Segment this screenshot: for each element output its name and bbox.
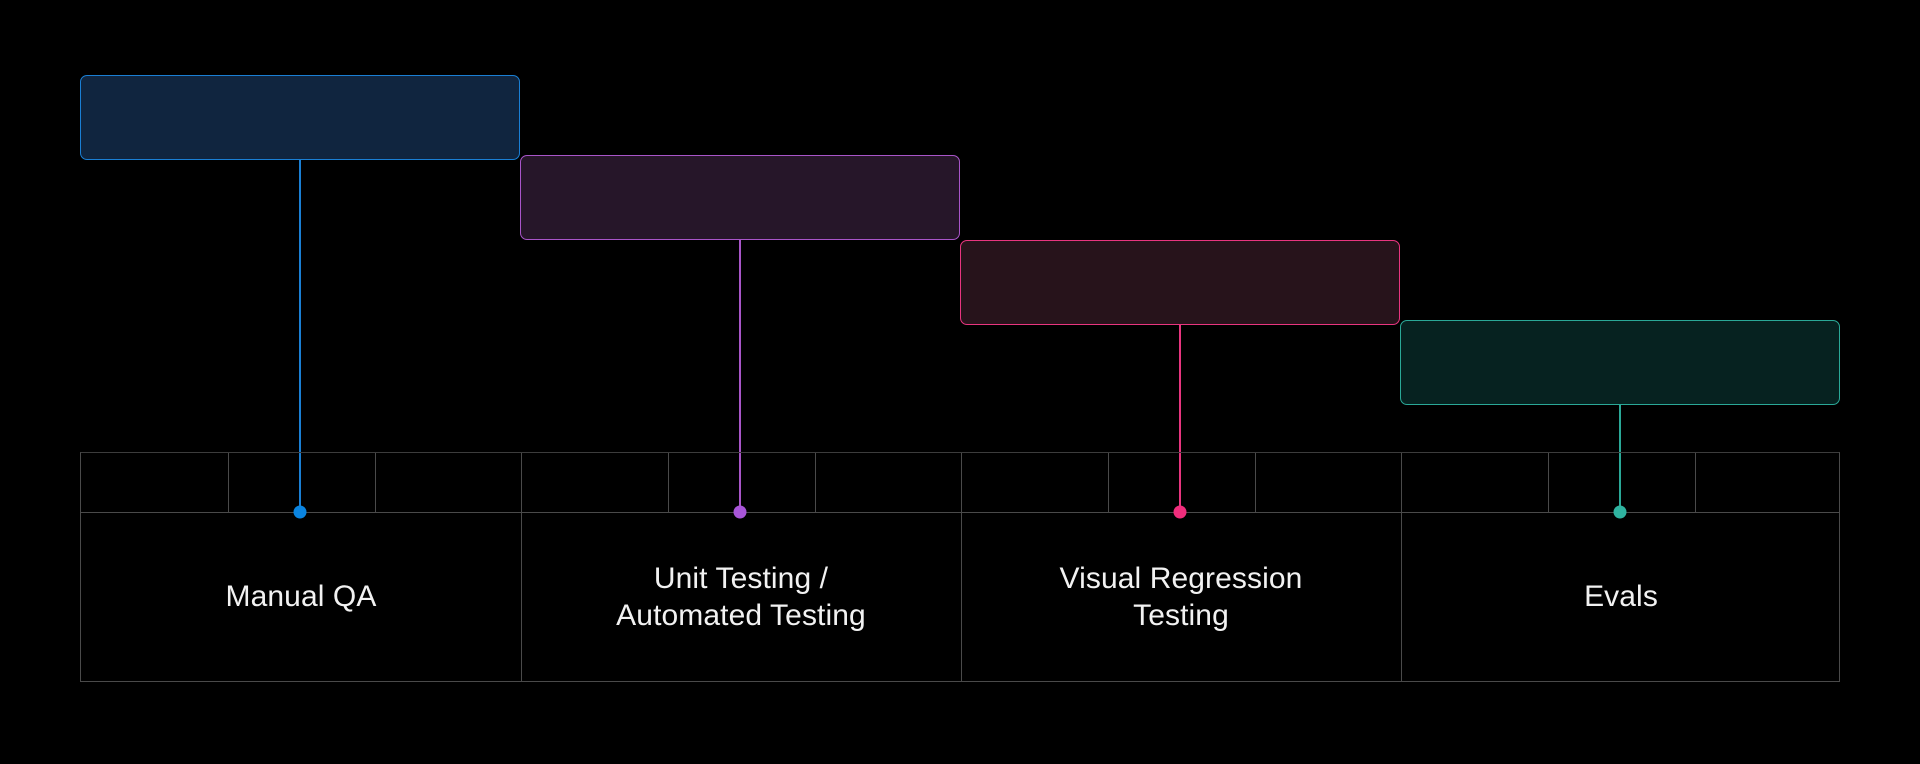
ruler-tick-11 [1695,453,1696,513]
connector-stem-visual-regression [1179,325,1181,512]
ruler-tick-1 [228,453,229,513]
timeline-label-cell-visual-regression[interactable]: Visual Regression Testing [961,513,1401,682]
callout-box-unit-testing[interactable] [520,155,960,240]
timeline-label-row: Manual QA Unit Testing / Automated Testin… [81,513,1839,682]
ruler-tick-4 [668,453,669,513]
ruler-tick-2 [375,453,376,513]
connector-dot-unit-testing[interactable] [733,505,747,519]
timeline-label-text-unit-testing: Unit Testing / Automated Testing [616,561,866,632]
ruler-tick-3 [521,453,522,513]
callout-box-visual-regression[interactable] [960,240,1400,325]
connector-dot-manual-qa[interactable] [293,505,307,519]
connector-dot-evals[interactable] [1613,505,1627,519]
timeline-label-text-visual-regression: Visual Regression Testing [1059,561,1303,632]
ruler-tick-10 [1548,453,1549,513]
ruler-tick-7 [1108,453,1109,513]
callout-box-manual-qa[interactable] [80,75,520,160]
ruler-tick-5 [815,453,816,513]
ruler-tick-9 [1401,453,1402,513]
timeline-label-divider-2 [961,513,962,682]
timeline-ruler-row [81,453,1839,513]
connector-stem-manual-qa [299,160,301,512]
timeline-grid: Manual QA Unit Testing / Automated Testin… [80,452,1840,682]
timeline-label-cell-unit-testing[interactable]: Unit Testing / Automated Testing [521,513,961,682]
timeline-label-divider-1 [521,513,522,682]
timeline-label-text-evals: Evals [1584,580,1658,614]
timeline-label-cell-evals[interactable]: Evals [1401,513,1841,682]
timeline-label-text-manual-qa: Manual QA [225,580,377,614]
connector-stem-unit-testing [739,240,741,512]
connector-dot-visual-regression[interactable] [1173,505,1187,519]
timeline-label-cell-manual-qa[interactable]: Manual QA [81,513,521,682]
connector-stem-evals [1619,405,1621,512]
timeline-label-divider-3 [1401,513,1402,682]
callout-box-evals[interactable] [1400,320,1840,405]
ruler-tick-8 [1255,453,1256,513]
ruler-tick-6 [961,453,962,513]
